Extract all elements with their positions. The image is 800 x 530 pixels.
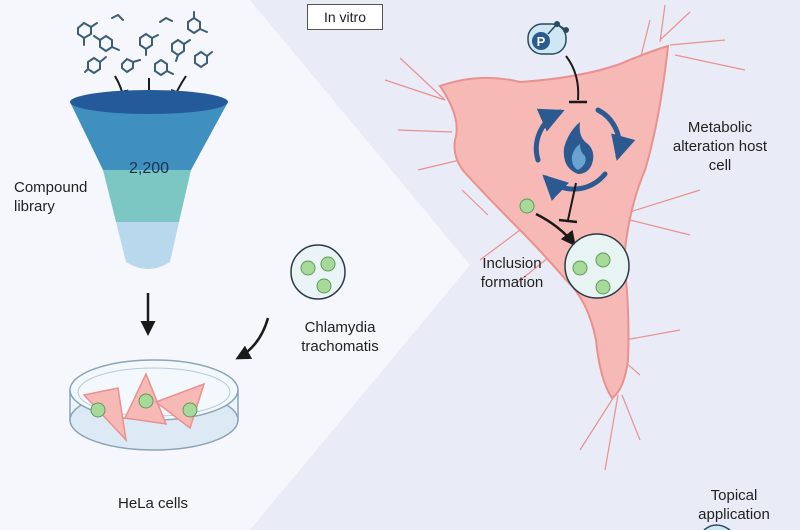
chlamydia-label-line1: Chlamydia	[304, 319, 376, 336]
topical-label-line1: Topical	[710, 487, 758, 504]
chlamydia-to-dish-arrow	[235, 317, 270, 360]
inclusion-label-line1: Inclusion	[482, 255, 542, 272]
bacterium-to-inclusion-arrow	[535, 212, 576, 247]
single-bacterium	[519, 198, 535, 214]
chlamydia-label: Chlamydia trachomatis	[290, 318, 390, 356]
flame-inner-icon	[571, 144, 586, 170]
compound-funnel-icon	[70, 90, 228, 269]
in-vitro-label: In vitro	[307, 4, 383, 30]
compound-library-label-line2: library	[14, 198, 55, 215]
compound-count: 2,200	[128, 160, 170, 177]
left-panel-background	[0, 0, 470, 530]
metabolic-cycle-icon	[533, 107, 636, 201]
host-cell-shape	[384, 4, 746, 471]
compound-library-label: Compound library	[14, 178, 87, 216]
compound-molecules-icon	[77, 11, 213, 77]
metabolic-alteration-label: Metabolic alteration host cell	[654, 118, 786, 175]
cycle-inhibition-line	[567, 182, 577, 221]
topical-label-line2: application	[698, 506, 770, 523]
metabolic-label-line1: Metabolic	[687, 119, 753, 136]
chlamydia-cluster-icon	[290, 244, 346, 300]
bacteria-in-dish	[90, 393, 198, 418]
compound-inhibition-line	[565, 55, 580, 101]
application-tube-icon	[703, 524, 731, 530]
topical-application-label: Topical application	[684, 486, 784, 524]
inclusion-vacuole-icon	[564, 233, 630, 299]
metabolic-label-line2: alteration host	[672, 138, 768, 155]
phosphate-compound-icon	[527, 21, 569, 55]
chlamydia-label-line2: trachomatis	[301, 338, 379, 355]
metabolic-label-line3: cell	[708, 157, 732, 174]
inclusion-label-line2: formation	[480, 274, 544, 291]
phosphate-symbol: P	[537, 34, 546, 49]
hela-cells-label: HeLa cells	[118, 495, 189, 512]
inclusion-formation-label: Inclusion formation	[470, 254, 554, 292]
inhibition-bar-bottom	[558, 218, 578, 224]
compound-library-label-line1: Compound	[14, 179, 88, 196]
